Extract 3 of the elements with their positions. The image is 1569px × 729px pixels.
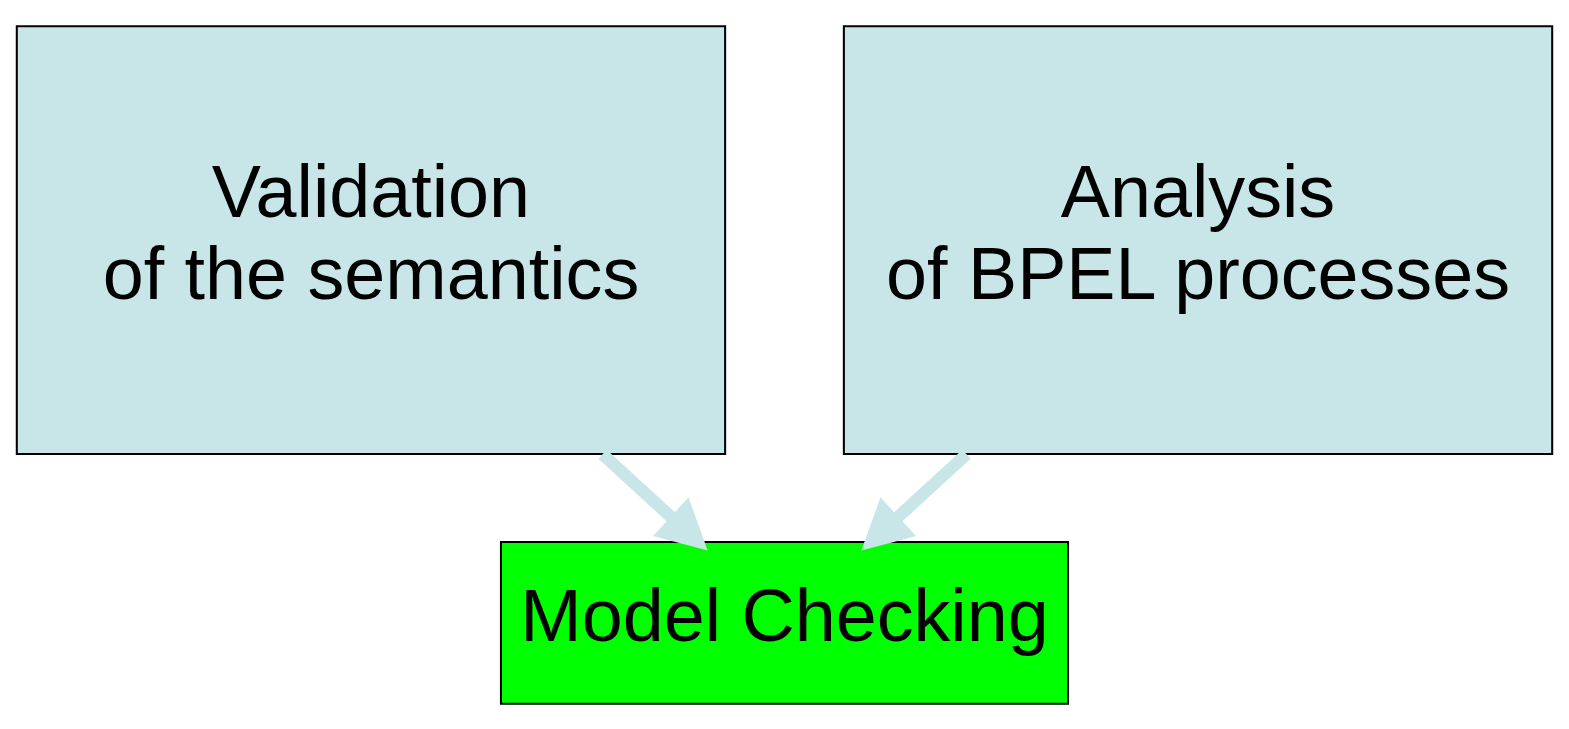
node-box: Model Checking [499, 540, 1070, 705]
node-box: Validation of the semantics [15, 24, 727, 455]
node-box: Analysis of BPEL processes [842, 24, 1554, 455]
